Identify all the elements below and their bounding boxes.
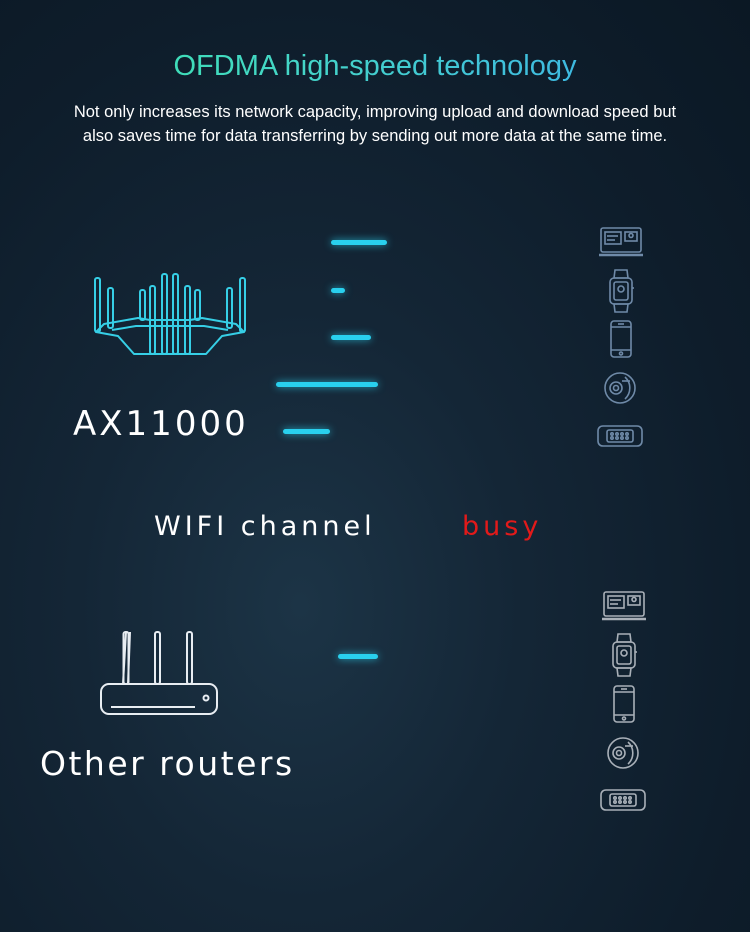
game-console-icon <box>597 422 643 450</box>
ax-signal-bar-4 <box>276 382 378 387</box>
other-routers-label: Other routers <box>40 744 295 783</box>
smartwatch-icon <box>610 632 638 678</box>
page-description: Not only increases its network capacity,… <box>73 103 677 145</box>
security-camera-icon <box>606 736 640 770</box>
router-icon <box>99 630 219 718</box>
smartwatch-icon <box>607 268 635 314</box>
channel-busy-status: busy <box>462 511 543 542</box>
laptop-icon <box>598 226 644 258</box>
ax11000-label: AX11000 <box>73 404 249 444</box>
page-title: OFDMA high-speed technology <box>0 50 750 83</box>
laptop-icon <box>601 590 647 622</box>
wifi-channel-label: WIFI channel <box>154 511 376 542</box>
ax-signal-bar-1 <box>331 240 387 245</box>
tri-band-router-icon <box>90 272 250 364</box>
smartphone-icon <box>612 685 636 723</box>
ax-signal-bar-3 <box>331 335 371 340</box>
smartphone-icon <box>609 320 633 358</box>
security-camera-icon <box>603 371 637 405</box>
ax-signal-bar-5 <box>283 429 330 434</box>
other-signal-bar <box>338 654 378 659</box>
game-console-icon <box>600 786 646 814</box>
ax-signal-bar-2 <box>331 288 345 293</box>
